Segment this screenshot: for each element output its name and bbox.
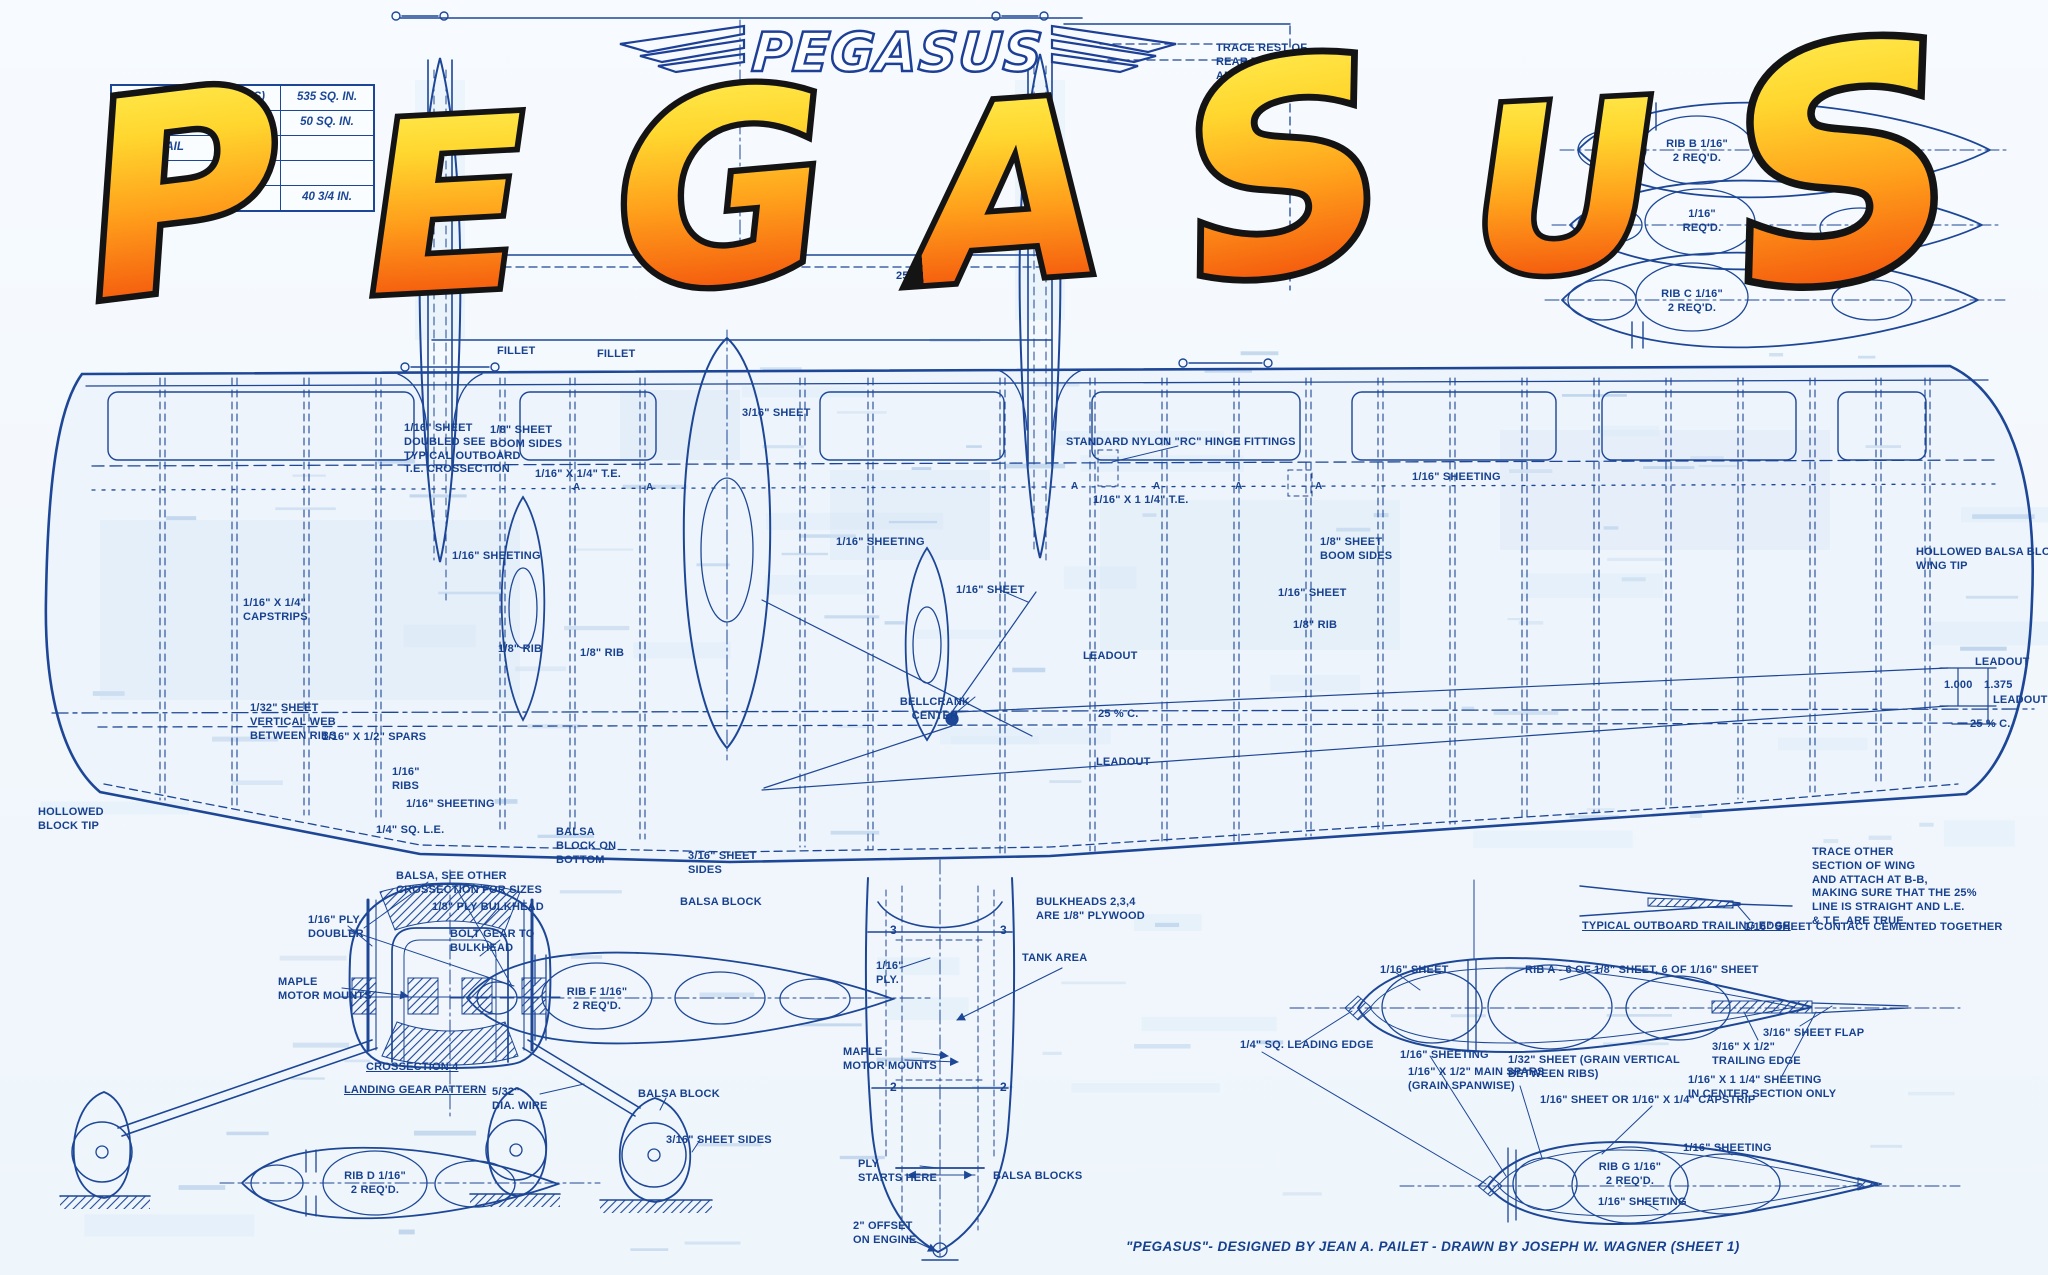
wing-fill — [45, 366, 2033, 862]
spec-label: WING — [110, 160, 281, 186]
credit-line: "PEGASUS"- DESIGNED BY JEAN A. PAILET - … — [1126, 1239, 1740, 1254]
spec-row: 40 3/4 IN. — [110, 185, 375, 212]
spec-row: WING — [110, 160, 375, 186]
spec-table: WING AREA (INCL. FLAPS)535 SQ. IN.FLAP A… — [110, 84, 375, 212]
spec-value — [280, 160, 375, 186]
spec-label: HORIZ. TAIL — [110, 135, 281, 161]
logo-text: PEGASUS — [749, 20, 1047, 86]
wash-patches — [100, 80, 1830, 700]
spec-value: 40 3/4 IN. — [280, 185, 375, 212]
spec-row: WING AREA (INCL. FLAPS)535 SQ. IN. — [110, 84, 375, 111]
linework — [44, 11, 2035, 1261]
spec-label: WING AREA (INCL. FLAPS) — [110, 84, 281, 111]
wing-right-icon — [1050, 24, 1176, 74]
spec-value — [280, 135, 375, 161]
spec-value: 535 SQ. IN. — [280, 84, 375, 111]
spec-label: FLAP AREA — [110, 110, 281, 136]
spec-row: HORIZ. TAIL — [110, 135, 375, 161]
spec-label — [110, 185, 281, 212]
pegasus-wing-logo: PEGASUS — [618, 14, 1178, 92]
spec-value: 50 SQ. IN. — [280, 110, 375, 136]
wing-left-icon — [620, 24, 746, 74]
